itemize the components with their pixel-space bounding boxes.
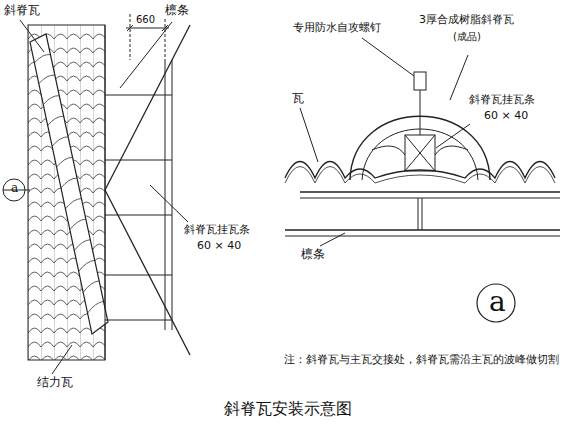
ridge-segment	[61, 178, 77, 188]
diagram-title: 斜脊瓦安装示意图	[223, 400, 353, 418]
ridge-segment	[39, 75, 55, 84]
part-label: 3厚合成树脂斜脊瓦	[418, 14, 515, 27]
dimension: 60 × 40	[483, 110, 529, 123]
ridge-segment	[65, 199, 81, 209]
part-label: 檩条	[300, 248, 326, 262]
ridge-segment	[79, 260, 95, 271]
dimension: 60 × 40	[196, 240, 242, 253]
ridge-segment	[70, 219, 86, 230]
ridge-segment	[43, 96, 59, 105]
ridge-segment	[52, 137, 68, 146]
part-label: 檩条	[164, 4, 190, 18]
note: 注：斜脊瓦与主瓦交接处，斜脊瓦需沿主瓦的波峰做切割	[283, 354, 560, 367]
ridge-segment	[34, 54, 50, 62]
part-label: 斜脊瓦	[3, 4, 41, 18]
ridge-segment	[48, 116, 64, 125]
callout-letter: a	[10, 182, 19, 196]
ridge-segment	[74, 240, 90, 251]
ridge-segment	[88, 301, 104, 313]
part-label: 斜脊瓦挂瓦条	[183, 224, 251, 237]
part-label: 结力瓦	[36, 376, 74, 390]
part-label: 专用防水自攻螺钉	[292, 22, 382, 35]
part-label: 斜脊瓦挂瓦条	[468, 94, 536, 107]
part-label: 瓦	[291, 92, 305, 106]
ridge-segment	[83, 281, 99, 292]
callout-letter: a	[488, 286, 507, 318]
part-label: (成品)	[452, 31, 482, 43]
ridge-segment	[57, 157, 73, 167]
dimension: 660	[135, 14, 156, 26]
